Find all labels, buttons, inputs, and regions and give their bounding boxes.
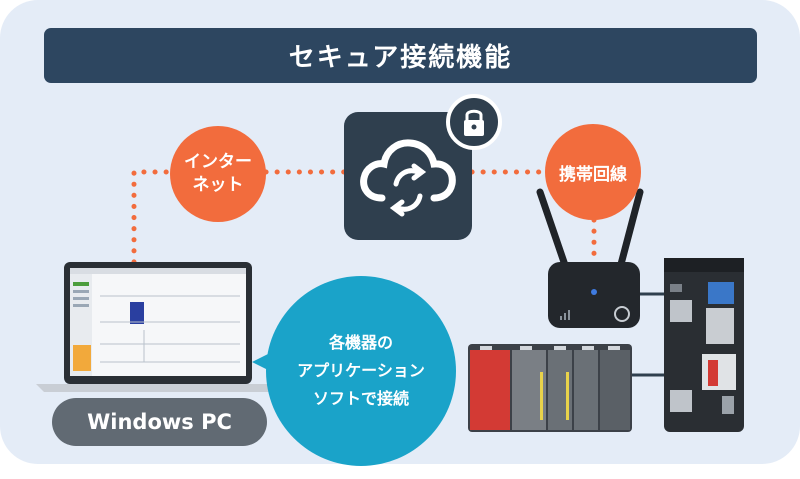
page-title: セキュア接続機能 [44, 28, 757, 83]
windows-pc-label: Windows PC [52, 398, 267, 446]
app-connection-callout: 各機器の アプリケーション ソフトで接続 [266, 276, 456, 466]
internet-label: インター ネット [184, 152, 252, 195]
plc-illustration [468, 344, 632, 432]
mobile-line-label: 携帯回線 [559, 164, 627, 185]
lock-icon [446, 94, 502, 150]
router-illustration [536, 188, 644, 328]
cloud-sync-icon [360, 139, 456, 217]
mobile-line-label-circle: 携帯回線 [545, 124, 641, 220]
app-connection-label: 各機器の アプリケーション ソフトで接続 [297, 333, 425, 408]
internet-label-circle: インター ネット [170, 126, 266, 222]
internet-line-left [131, 169, 175, 265]
falconnect-device-illustration [664, 258, 744, 432]
laptop-illustration [36, 262, 280, 392]
